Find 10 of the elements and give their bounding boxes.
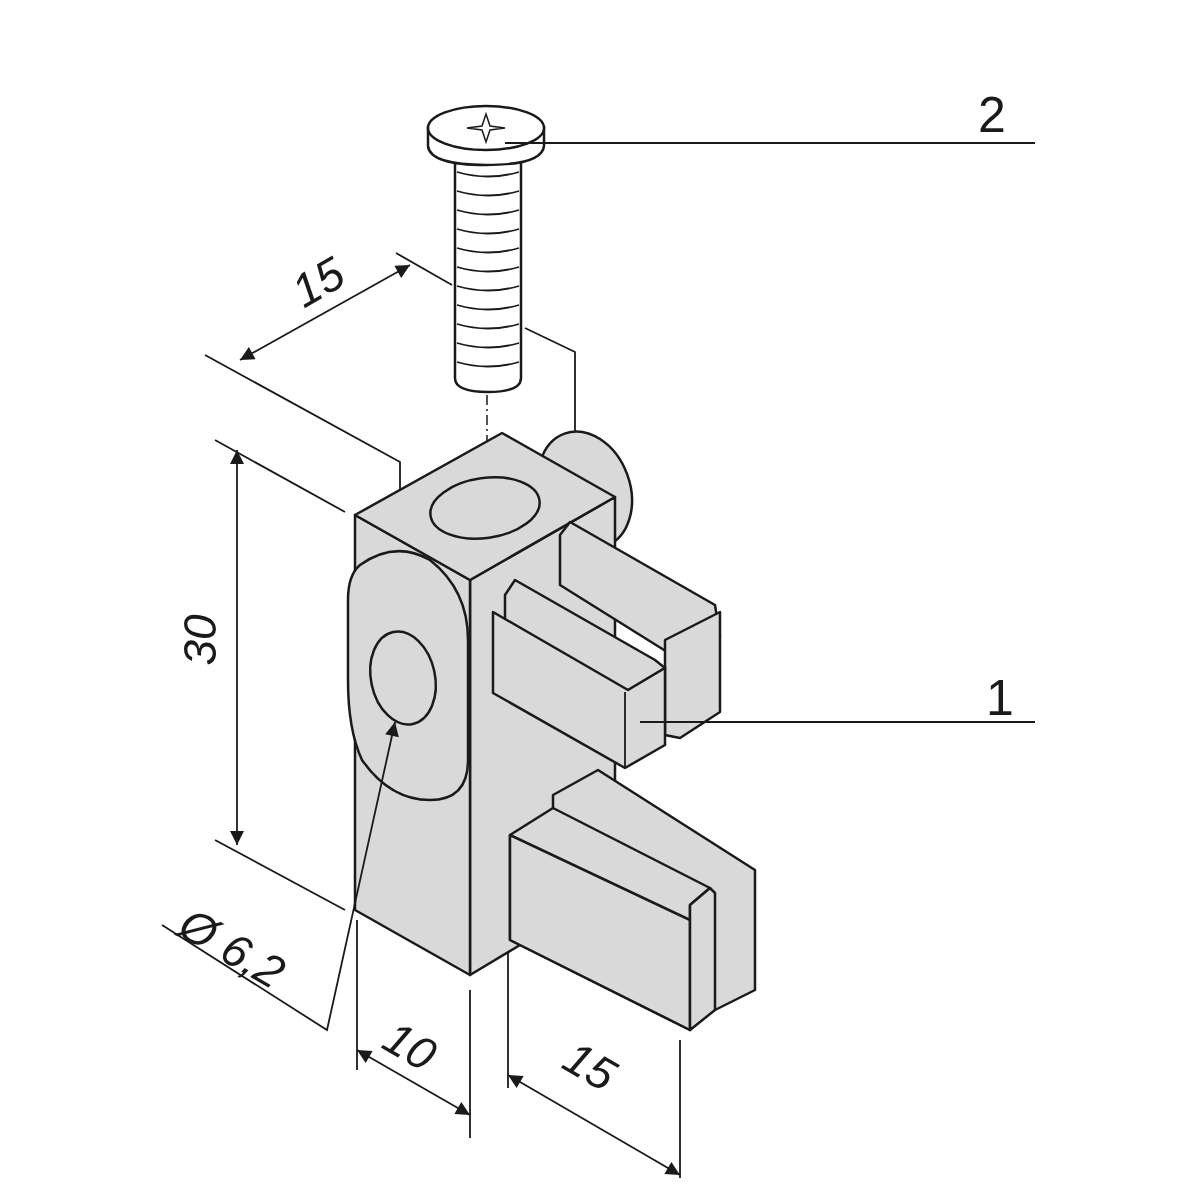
dimension-label: 15	[284, 249, 352, 315]
callout-number: 2	[970, 90, 1014, 140]
dimension-label: 30	[177, 614, 223, 666]
dimension-label: Ø 6,2	[171, 899, 293, 997]
dimension-label: 10	[376, 1013, 444, 1079]
callout-number: 1	[978, 673, 1022, 723]
dimension-label: 15	[556, 1033, 624, 1099]
screw-drawing	[426, 104, 546, 394]
leader-line	[504, 142, 1036, 144]
leader-line	[639, 721, 1036, 723]
